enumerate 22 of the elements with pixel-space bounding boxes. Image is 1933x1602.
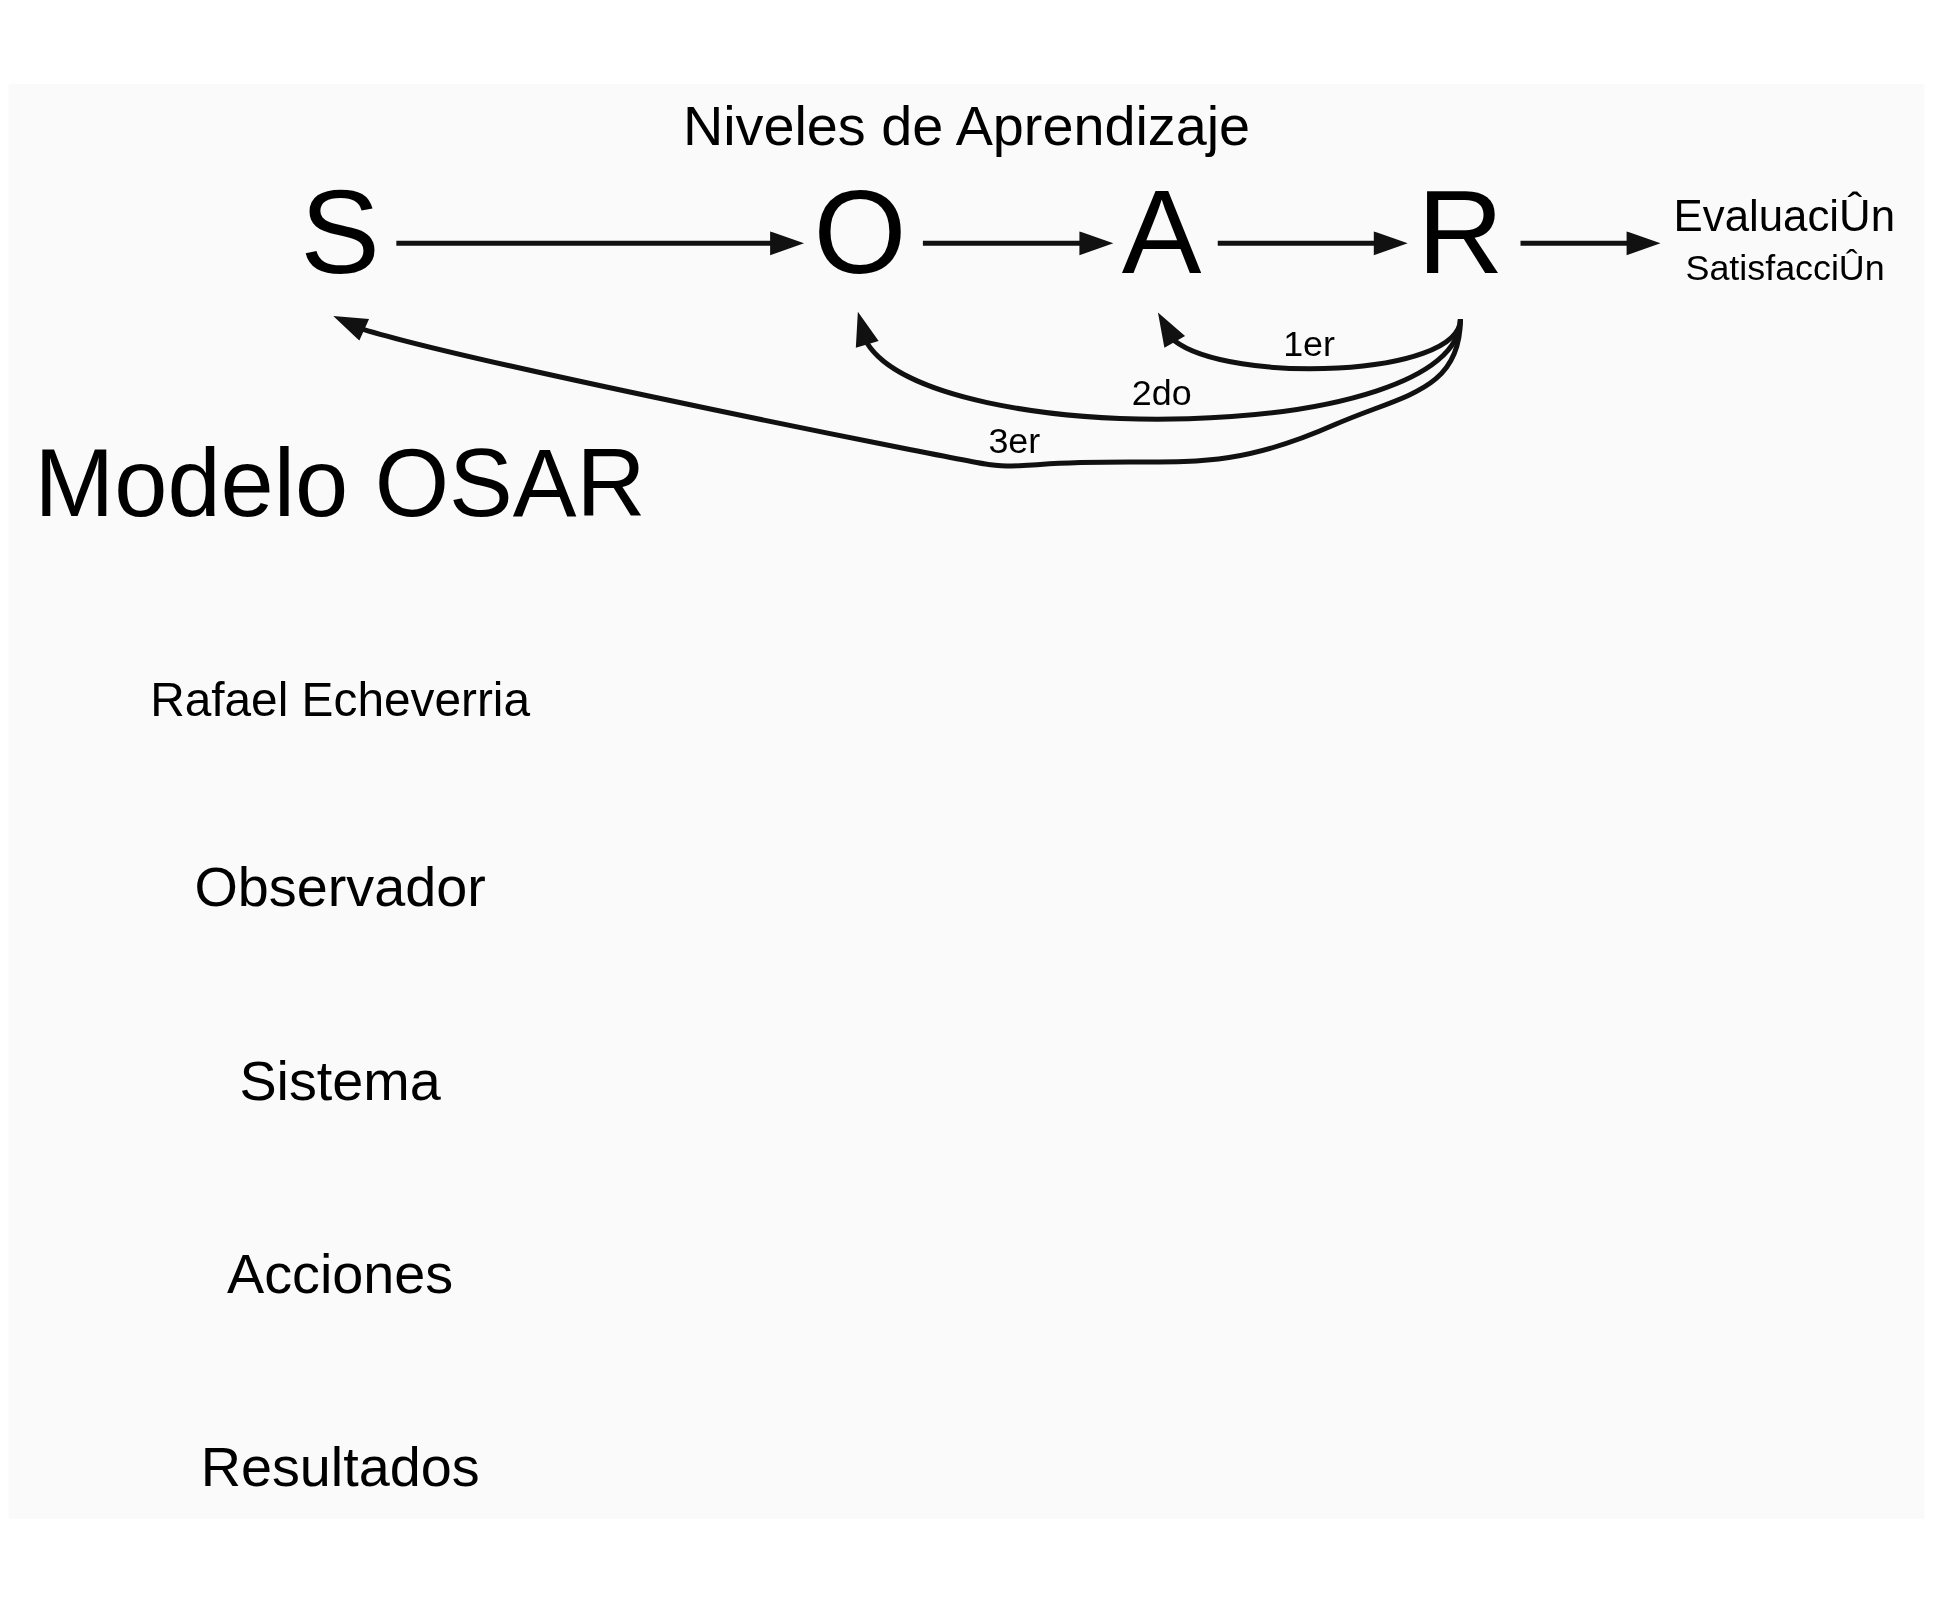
arrow (333, 315, 1463, 468)
arrow (396, 230, 805, 255)
node-text: EvaluaciÛn SatisfacciÛn (1673, 190, 1896, 288)
label: Modelo OSAR (34, 428, 646, 536)
label: Sistema (239, 1049, 441, 1112)
arrow (1520, 230, 1661, 255)
arrow (855, 311, 1463, 421)
arrow (1157, 311, 1463, 371)
arrow (922, 230, 1114, 255)
node-text: R (1417, 164, 1504, 298)
node-text: A (1121, 164, 1202, 298)
label: Observador (194, 855, 486, 918)
node-text: S (300, 164, 380, 298)
diagram-title: Niveles de Aprendizaje (682, 94, 1251, 157)
edge-label: 1er (1283, 323, 1335, 364)
edge-label: 2do (1131, 372, 1192, 413)
edge-label: 3er (988, 420, 1041, 461)
label: Resultados (200, 1435, 480, 1498)
label: Rafael Echeverria (150, 672, 531, 726)
node-text: O (813, 164, 907, 298)
label: Acciones (227, 1242, 454, 1305)
arrow (1217, 230, 1408, 255)
